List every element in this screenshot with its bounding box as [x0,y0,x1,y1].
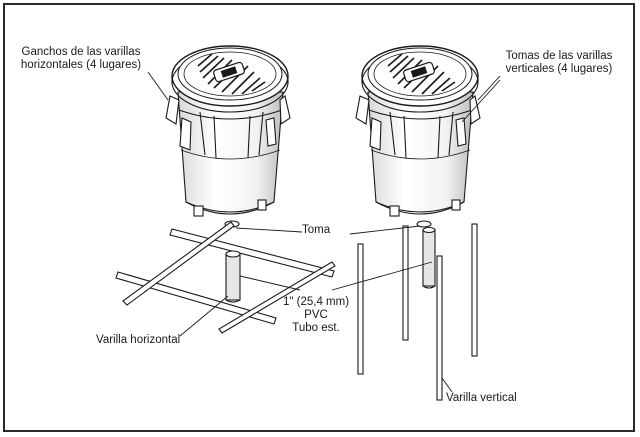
left-valve-box [165,45,291,228]
label-pvc: 1" (25,4 mm) PVC Tubo est. [262,296,370,335]
h-rod-4 [218,261,336,334]
label-pvc-line3: Tubo est. [292,322,340,334]
label-toma: Toma [302,224,331,236]
diagram-frame [3,3,635,432]
label-tomas-line2: verticales (4 lugares) [505,63,613,75]
label-ganchos: Ganchos de las varillas horizontales (4 … [6,46,156,72]
label-tomas-line1: Tomas de las varillas [505,50,613,62]
v-rod-1 [357,243,364,375]
v-rod-3 [436,255,443,401]
leader-lines [147,71,501,393]
label-varilla-vertical: Varilla vertical [446,392,517,404]
left-slot-2 [257,199,267,211]
h-rod-3 [122,221,235,306]
label-varilla-horizontal: Varilla horizontal [96,334,181,346]
v-rod-4 [471,223,478,357]
label-ganchos-line2: horizontales (4 lugares) [20,59,142,71]
left-hook-2 [279,95,291,126]
label-ganchos-line1: Ganchos de las varillas [21,46,141,58]
right-pvc-pipe [422,226,436,289]
horizontal-rods [115,221,336,334]
h-rod-2 [115,271,277,325]
left-hook-1 [165,95,180,125]
left-slot-1 [193,205,204,217]
left-box-body [177,91,284,213]
right-valve-box [355,45,481,228]
vertical-rods [357,223,478,401]
left-pvc-pipe [225,250,241,303]
v-rod-2 [402,225,409,341]
right-socket-1 [469,95,481,126]
right-box-body [367,91,474,213]
label-pvc-line2: PVC [304,309,328,321]
label-tomas: Tomas de las varillas verticales (4 luga… [484,50,634,76]
label-pvc-line1: 1" (25,4 mm) [282,296,350,308]
